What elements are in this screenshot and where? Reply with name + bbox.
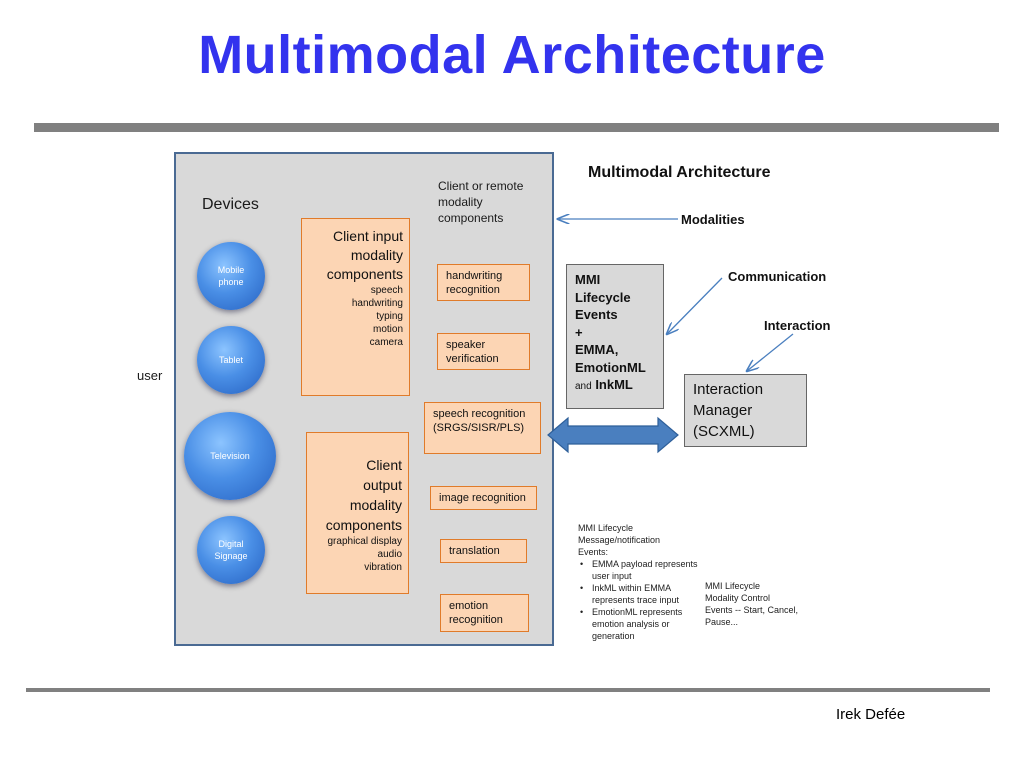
communication-arrow bbox=[667, 277, 723, 334]
mmi-line: + bbox=[575, 324, 583, 340]
user-label: user bbox=[137, 368, 163, 383]
image-recognition-box: image recognition bbox=[430, 486, 537, 510]
output-title-line: output bbox=[363, 477, 402, 493]
im-line: (SCXML) bbox=[693, 423, 755, 440]
control-notes: MMI Lifecycle Modality Control Events --… bbox=[705, 580, 825, 628]
notes-header-line: Message/notification bbox=[578, 535, 661, 545]
mmi-inkml: InkML bbox=[595, 377, 633, 392]
television-device: Television bbox=[184, 412, 276, 500]
television-label: Television bbox=[210, 451, 250, 461]
mmi-and: and bbox=[575, 381, 592, 392]
notes-header-line: MMI Lifecycle bbox=[578, 523, 634, 533]
input-item: camera bbox=[369, 337, 403, 348]
mmi-line: Lifecycle bbox=[575, 289, 631, 305]
notes-bullet: EMMA payload represents user input bbox=[580, 558, 698, 582]
output-item: audio bbox=[377, 549, 402, 560]
slide-title: Multimodal Architecture bbox=[198, 25, 826, 85]
mmi-line: Events bbox=[575, 307, 618, 322]
output-item: graphical display bbox=[327, 536, 403, 547]
input-item: handwriting bbox=[351, 298, 403, 309]
bottom-divider bbox=[26, 688, 990, 692]
control-line: Pause... bbox=[705, 617, 739, 627]
input-item: motion bbox=[372, 324, 403, 335]
client-output-box: Client output modality components graphi… bbox=[306, 432, 409, 594]
interaction-arrow bbox=[747, 333, 794, 371]
translation-box: translation bbox=[440, 539, 527, 563]
notes-bullet: EmotionML represents emotion analysis or… bbox=[580, 606, 698, 642]
output-title-line: modality bbox=[349, 497, 402, 513]
lifecycle-notes: MMI Lifecycle Message/notification Event… bbox=[578, 522, 698, 642]
devices-heading: Devices bbox=[202, 196, 259, 213]
top-divider bbox=[34, 123, 999, 132]
control-line: Events -- Start, Cancel, bbox=[705, 605, 799, 615]
handwriting-recognition-box: handwriting recognition bbox=[437, 264, 530, 301]
speech-recognition-box: speech recognition (SRGS/SISR/PLS) bbox=[424, 402, 541, 454]
input-item: speech bbox=[370, 285, 403, 296]
mmi-line: MMI bbox=[575, 272, 601, 287]
bidirectional-arrow bbox=[547, 416, 679, 454]
control-line: Modality Control bbox=[705, 593, 771, 603]
mmi-line: EMMA, bbox=[575, 342, 619, 357]
control-line: MMI Lifecycle bbox=[705, 581, 761, 591]
notes-header-line: Events: bbox=[578, 547, 609, 557]
im-line: Manager bbox=[693, 402, 753, 419]
interaction-manager-box: Interaction Manager (SCXML) bbox=[684, 374, 807, 447]
input-item: typing bbox=[376, 311, 403, 322]
modalities-label: Modalities bbox=[681, 212, 745, 227]
speaker-verification-box: speaker verification bbox=[437, 333, 530, 370]
input-title-line: modality bbox=[350, 247, 403, 263]
digital-signage-label: Digital Signage bbox=[214, 539, 248, 561]
digital-signage-device: Digital Signage bbox=[197, 516, 265, 584]
output-title-line: Client bbox=[366, 457, 402, 473]
tablet-label: Tablet bbox=[218, 355, 244, 365]
emotion-recognition-box: emotion recognition bbox=[440, 594, 529, 632]
output-title-line: components bbox=[325, 517, 402, 533]
notes-bullet: InkML within EMMA represents trace input bbox=[580, 582, 698, 606]
interaction-label: Interaction bbox=[764, 318, 831, 333]
mobile-phone-label: Mobile phone bbox=[217, 265, 245, 287]
client-column-heading: Client or remote modality components bbox=[438, 179, 524, 225]
mobile-phone-device: Mobile phone bbox=[197, 242, 265, 310]
tablet-device: Tablet bbox=[197, 326, 265, 394]
author-name: Irek Defée bbox=[836, 706, 906, 723]
communication-label: Communication bbox=[728, 269, 827, 284]
diagram-heading: Multimodal Architecture bbox=[588, 164, 771, 181]
mmi-lifecycle-box: MMI Lifecycle Events + EMMA, EmotionML a… bbox=[566, 264, 664, 409]
client-input-box: Client input modality components speech … bbox=[301, 218, 410, 396]
output-item: vibration bbox=[364, 562, 402, 573]
im-line: Interaction bbox=[693, 381, 764, 398]
mmi-line: EmotionML bbox=[575, 359, 646, 375]
input-title-line: components bbox=[326, 266, 403, 282]
input-title-line: Client input bbox=[332, 228, 403, 244]
